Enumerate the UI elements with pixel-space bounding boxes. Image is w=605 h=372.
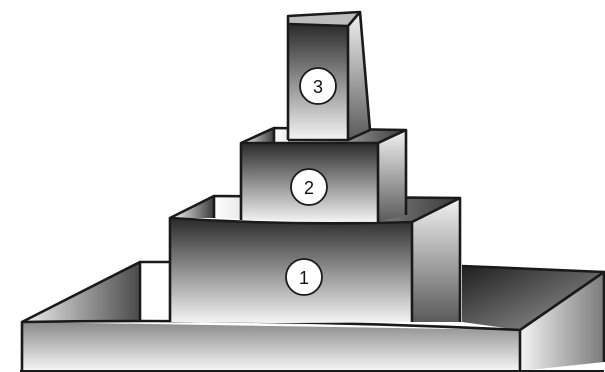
base-tray <box>20 260 605 372</box>
tier-3-label: 3 <box>313 77 323 97</box>
tier-3-badge: 3 <box>299 67 337 105</box>
tier-1-badge-circle <box>285 258 323 296</box>
tier3-right-face <box>348 12 370 140</box>
tier-3-badge-circle <box>299 67 337 105</box>
base-front-face <box>22 322 520 371</box>
tier3-outline <box>286 10 372 142</box>
tier-1-badge: 1 <box>285 258 323 296</box>
tier2-right-face <box>378 130 406 222</box>
tier1-top-front-edge <box>169 196 461 225</box>
tier-2-label: 2 <box>304 178 314 198</box>
base-left-edges <box>20 260 142 371</box>
base-right-face <box>520 272 604 371</box>
tier1-right-face <box>412 198 460 322</box>
tier-2-badge-circle <box>290 168 328 206</box>
tier-2-badge: 2 <box>290 168 328 206</box>
tier-1-label: 1 <box>299 268 309 288</box>
base-back-right-rim <box>461 264 605 274</box>
